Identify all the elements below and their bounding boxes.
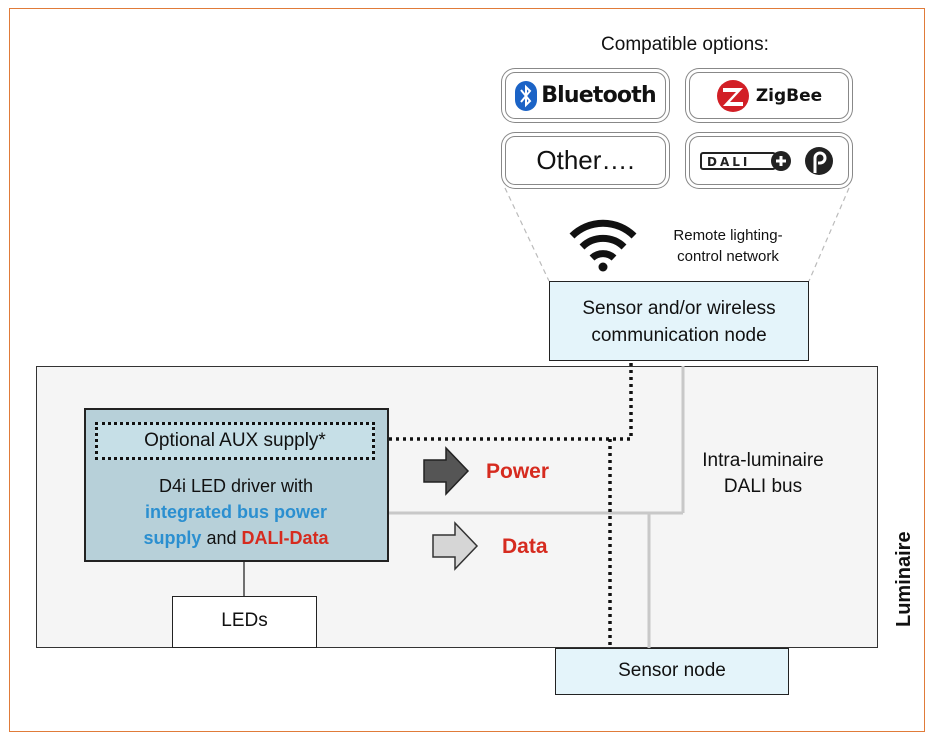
network-label-line2: control network: [677, 248, 779, 265]
option-dali: DALI: [689, 136, 849, 185]
wireless-communication-node: Sensor and/or wireless communication nod…: [549, 281, 809, 361]
bus-label-line1: Intra-luminaire: [702, 450, 824, 471]
compatible-options-title: Compatible options:: [601, 34, 769, 55]
svg-text:DALI: DALI: [707, 155, 750, 169]
option-other: Other….: [505, 136, 666, 185]
dali-bus-label: Intra-luminaire DALI bus: [688, 448, 838, 500]
bus-label-line2: DALI bus: [723, 476, 803, 497]
power-label: Power: [486, 460, 550, 483]
wifi-icon: [569, 219, 637, 272]
dali-plus-logo: DALI: [700, 146, 833, 175]
luminaire-label: Luminaire: [893, 531, 915, 627]
aux-supply-box: Optional AUX supply*: [95, 422, 375, 460]
driver-line1: D4i LED driver with: [158, 476, 314, 496]
other-label: Other….: [536, 145, 635, 175]
driver-description: D4i LED driver with integrated bus power…: [86, 473, 386, 551]
dali-data-text: DALI-Data: [241, 528, 329, 548]
bluetooth-label: Bluetooth: [541, 83, 656, 108]
option-bluetooth: Bluetooth: [505, 72, 666, 119]
sensor-node: Sensor node: [555, 648, 789, 695]
option-zigbee: ZigBee: [689, 72, 849, 119]
data-label: Data: [502, 535, 548, 558]
zigbee-icon: [716, 79, 749, 112]
bus-power-text-2: supply: [143, 528, 202, 548]
guide-line-left: [504, 187, 550, 282]
wireless-node-line2: communication node: [591, 325, 767, 346]
bus-power-text: integrated bus power: [144, 502, 328, 522]
data-arrow: [432, 521, 479, 571]
leds-box: LEDs: [172, 596, 317, 648]
network-label: Remote lighting- control network: [648, 225, 808, 267]
guide-line-right: [808, 187, 850, 282]
zigbee-label: ZigBee: [755, 85, 823, 106]
aux-line-upper: [389, 361, 633, 441]
bluetooth-icon: [515, 80, 538, 111]
network-label-line1: Remote lighting-: [673, 227, 783, 244]
power-arrow: [423, 446, 470, 496]
wireless-node-line1: Sensor and/or wireless: [582, 298, 776, 319]
and-text: and: [206, 528, 237, 548]
